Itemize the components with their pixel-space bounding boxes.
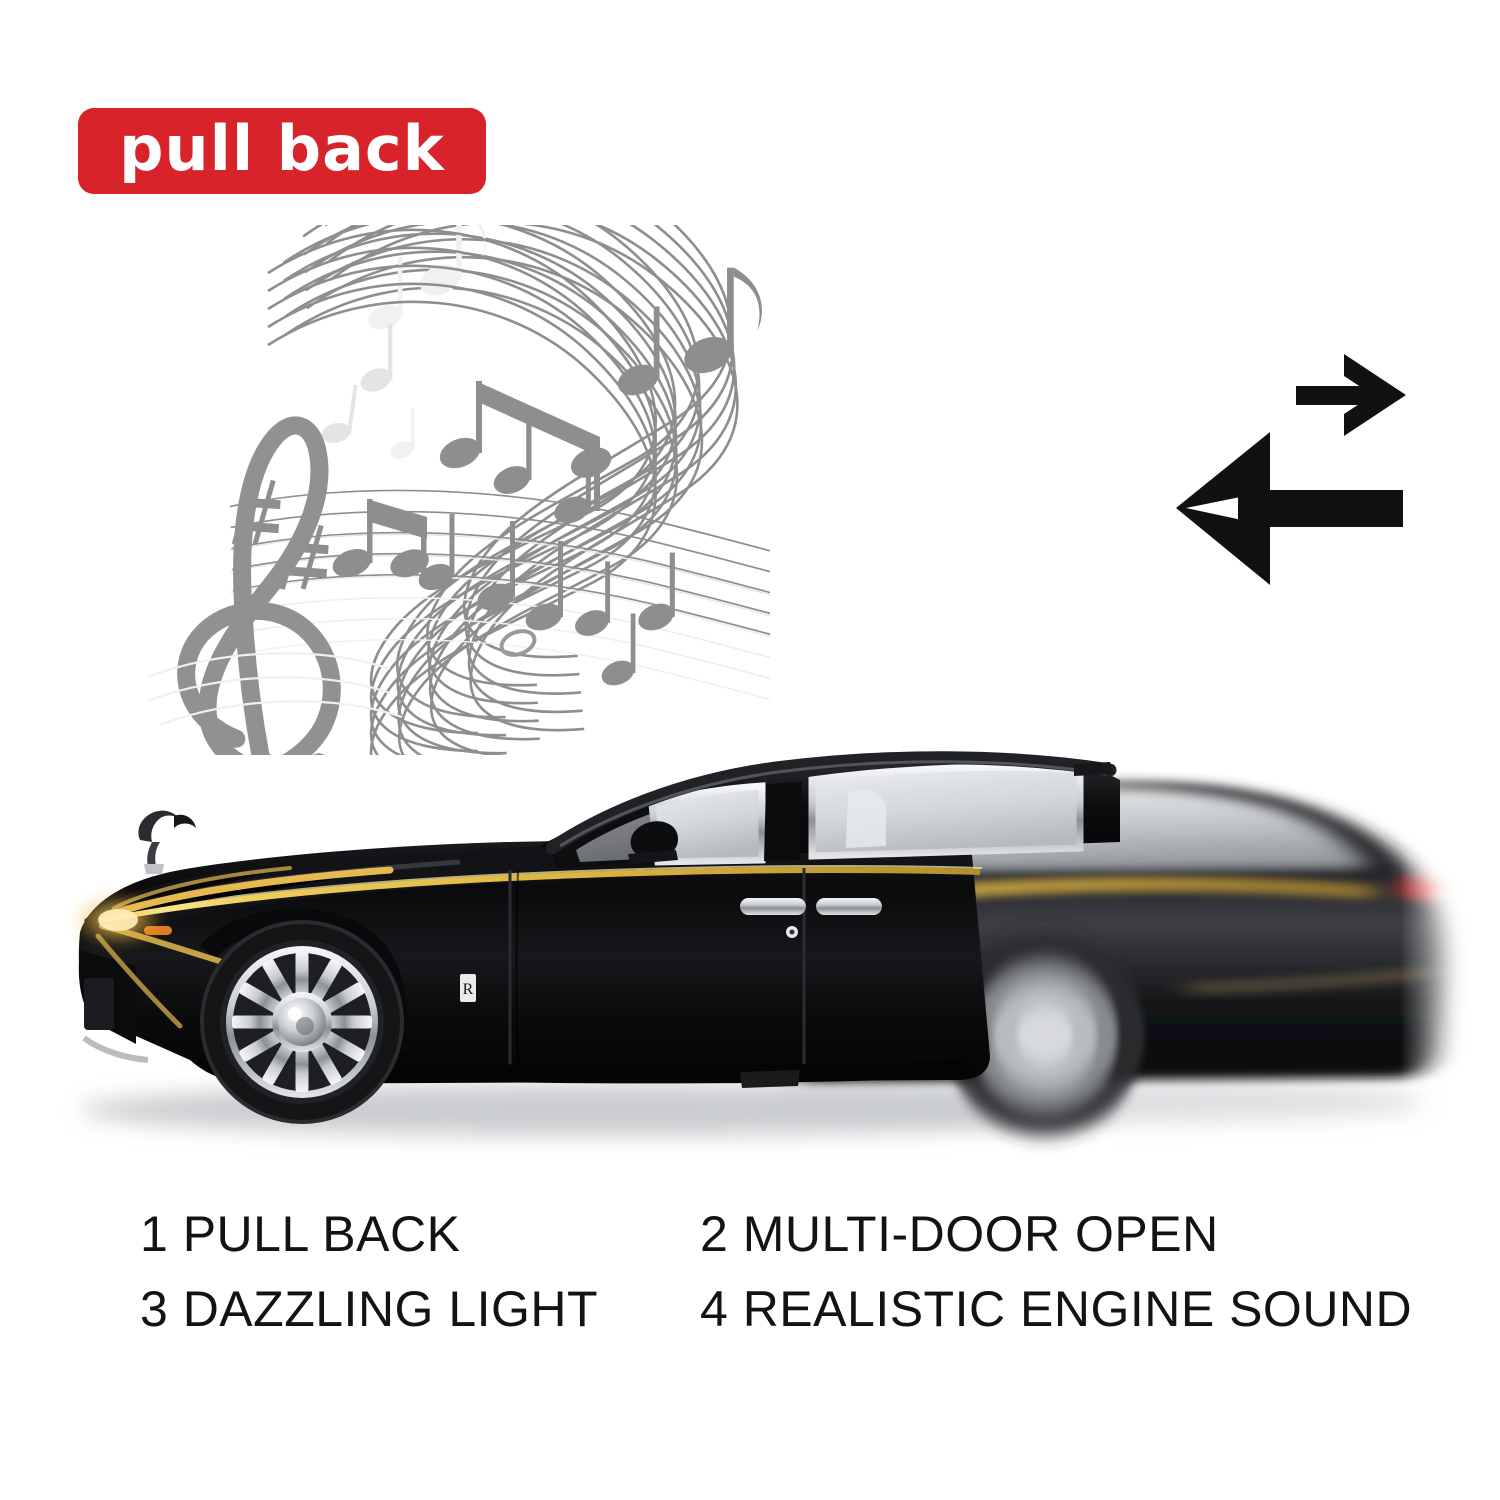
pull-back-badge-label: pull back (119, 112, 445, 185)
music-notes-icon: .sl { fill:none; stroke:#8e8e8e; stroke-… (140, 225, 770, 755)
bidirectional-arrows-icon (1168, 348, 1443, 623)
feature-item-2: 2 MULTI-DOOR OPEN (700, 1206, 1219, 1262)
pull-back-badge: pull back (78, 108, 486, 194)
feature-item-1: 1 PULL BACK (140, 1206, 461, 1262)
feature-item-3: 3 DAZZLING LIGHT (140, 1281, 599, 1337)
feature-list: 1 PULL BACK 2 MULTI-DOOR OPEN 3 DAZZLING… (140, 1205, 1460, 1339)
feature-item-4: 4 REALISTIC ENGINE SOUND (700, 1281, 1413, 1337)
die-cast-car-image: R (40, 720, 1470, 1190)
svg-text:R: R (463, 981, 474, 998)
